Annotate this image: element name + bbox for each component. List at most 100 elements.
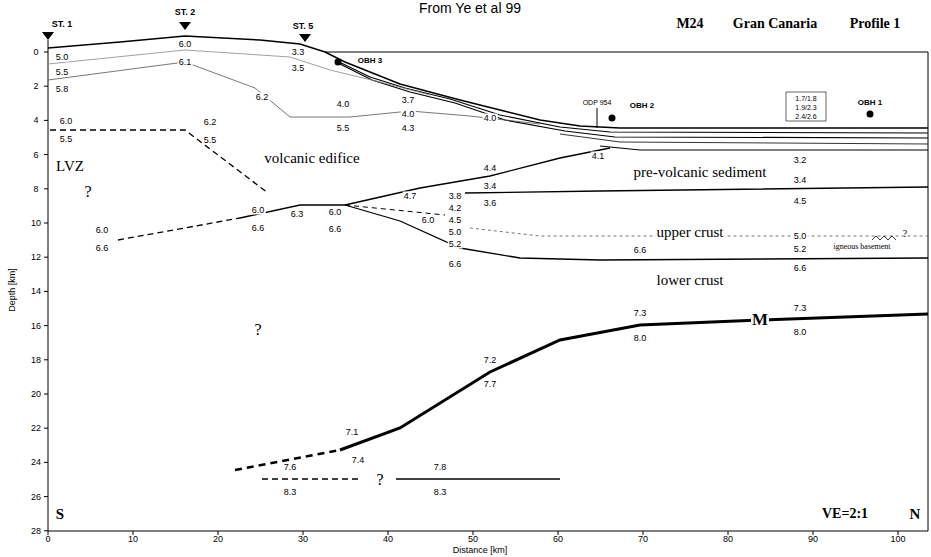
velocity-value: 8.0: [793, 328, 808, 337]
axis-tick-label: 30: [298, 535, 308, 544]
velocity-value: 4.0: [483, 114, 498, 123]
uncertainty-mark: ?: [375, 472, 384, 488]
velocity-value: 7.6: [283, 463, 298, 472]
station-marker: [179, 22, 191, 30]
velocity-value: 6.0: [251, 206, 266, 215]
axis-tick: [44, 291, 48, 292]
velocity-value: 6.2: [203, 118, 218, 127]
velocity-value: 4.4: [483, 164, 498, 173]
velocity-value: 4.5: [448, 216, 463, 225]
axis-tick: [44, 188, 48, 189]
velocity-value: 8.3: [283, 488, 298, 497]
drillsite-label: ODP 954: [583, 99, 612, 106]
edifice-base: [240, 205, 345, 218]
velocity-value: 7.7: [483, 380, 498, 389]
velocity-value: 8.3: [433, 488, 448, 497]
axis-tick-label: 6: [33, 150, 38, 159]
sediment-layer: [340, 64, 928, 138]
velocity-value: 3.7: [401, 96, 416, 105]
axis-tick: [44, 86, 48, 87]
velocity-value: 2.4/2.6: [795, 113, 816, 120]
velocity-value: 6.3: [290, 210, 305, 219]
velocity-box: [786, 92, 826, 121]
sediment-layer: [560, 134, 928, 144]
uncertainty-mark: ?: [903, 229, 907, 239]
axis-tick-label: 70: [638, 535, 648, 544]
velocity-value: 7.2: [483, 356, 498, 365]
velocity-value: 6.0: [59, 117, 74, 126]
uncertainty-mark: ?: [254, 322, 261, 338]
velocity-value: 6.0: [178, 40, 193, 49]
velocity-value: 6.0: [421, 216, 436, 225]
obh-dot: [335, 59, 342, 66]
velocity-value: 6.0: [95, 226, 110, 235]
region-label: LVZ: [56, 159, 84, 174]
velocity-value: 6.6: [448, 260, 463, 269]
velocity-value: 5.0: [793, 232, 808, 241]
edifice-base: [345, 205, 445, 215]
layer-boundary: [48, 62, 540, 124]
velocity-value: 1.7/1.8: [795, 95, 816, 102]
edifice-base: [118, 218, 240, 240]
instrument-label: OBH 1: [858, 99, 882, 107]
axis-tick: [44, 154, 48, 155]
axis-tick-label: 2: [33, 82, 38, 91]
velocity-value: 7.1: [345, 428, 360, 437]
velocity-value: 7.3: [793, 304, 808, 313]
axis-tick-label: 24: [31, 458, 41, 467]
velocity-value: 8.0: [633, 334, 648, 343]
upper-crust-top: [465, 187, 928, 193]
axis-tick-label: 60: [553, 535, 563, 544]
figure-title: M24: [676, 17, 703, 31]
axis-tick: [44, 257, 48, 258]
lower-crust-top: [345, 205, 928, 260]
instrument-label: OBH 2: [630, 102, 654, 110]
region-label: igneous basement: [832, 243, 891, 251]
station-label: ST. 1: [52, 20, 73, 29]
velocity-value: 5.0: [55, 53, 70, 62]
velocity-value: 6.6: [251, 224, 266, 233]
station-marker: [42, 32, 54, 40]
source-note: From Ye et al 99: [419, 1, 521, 15]
seafloor-line: [48, 36, 928, 128]
figure-title: Gran Canaria: [733, 17, 817, 31]
exaggeration-note: VE=2:1: [822, 507, 868, 521]
axis-tick-label: 20: [213, 535, 223, 544]
velocity-value: 7.8: [433, 463, 448, 472]
velocity-value: 5.2: [793, 245, 808, 254]
uncertainty-mark: ?: [84, 184, 91, 200]
axis-tick-label: 0: [45, 535, 50, 544]
axis-tick-label: 8: [33, 184, 38, 193]
direction-label: S: [56, 507, 64, 522]
direction-label: N: [910, 507, 921, 522]
axis-tick-label: 20: [31, 390, 41, 399]
velocity-value: 3.6: [483, 199, 498, 208]
obh-dot: [867, 111, 874, 118]
axis-tick-label: 14: [31, 287, 41, 296]
velocity-value: 3.4: [483, 182, 498, 191]
axis-tick-label: 4: [33, 116, 38, 125]
velocity-value: 7.4: [351, 456, 366, 465]
basement-wiggle: [872, 236, 896, 240]
velocity-value: 6.0: [328, 208, 343, 217]
instrument-label: OBH 3: [358, 57, 382, 65]
axis-tick-label: 80: [723, 535, 733, 544]
axis-tick-label: 40: [383, 535, 393, 544]
sea-level: [325, 52, 928, 53]
region-label: upper crust: [655, 225, 724, 240]
station-label: ST. 5: [293, 22, 314, 31]
axis-tick-label: 10: [128, 535, 138, 544]
velocity-value: 6.6: [95, 244, 110, 253]
velocity-value: 4.1: [591, 152, 606, 161]
axis-tick-label: 28: [31, 526, 41, 535]
profile-lines: [42, 22, 928, 535]
axis-tick: [44, 496, 48, 497]
velocity-value: 4.0: [336, 100, 351, 109]
velocity-value: 6.6: [328, 225, 343, 234]
axis-tick: [44, 52, 48, 53]
velocity-value: 4.3: [401, 124, 416, 133]
velocity-value: 7.3: [633, 309, 648, 318]
axis-tick-label: 10: [31, 219, 41, 228]
